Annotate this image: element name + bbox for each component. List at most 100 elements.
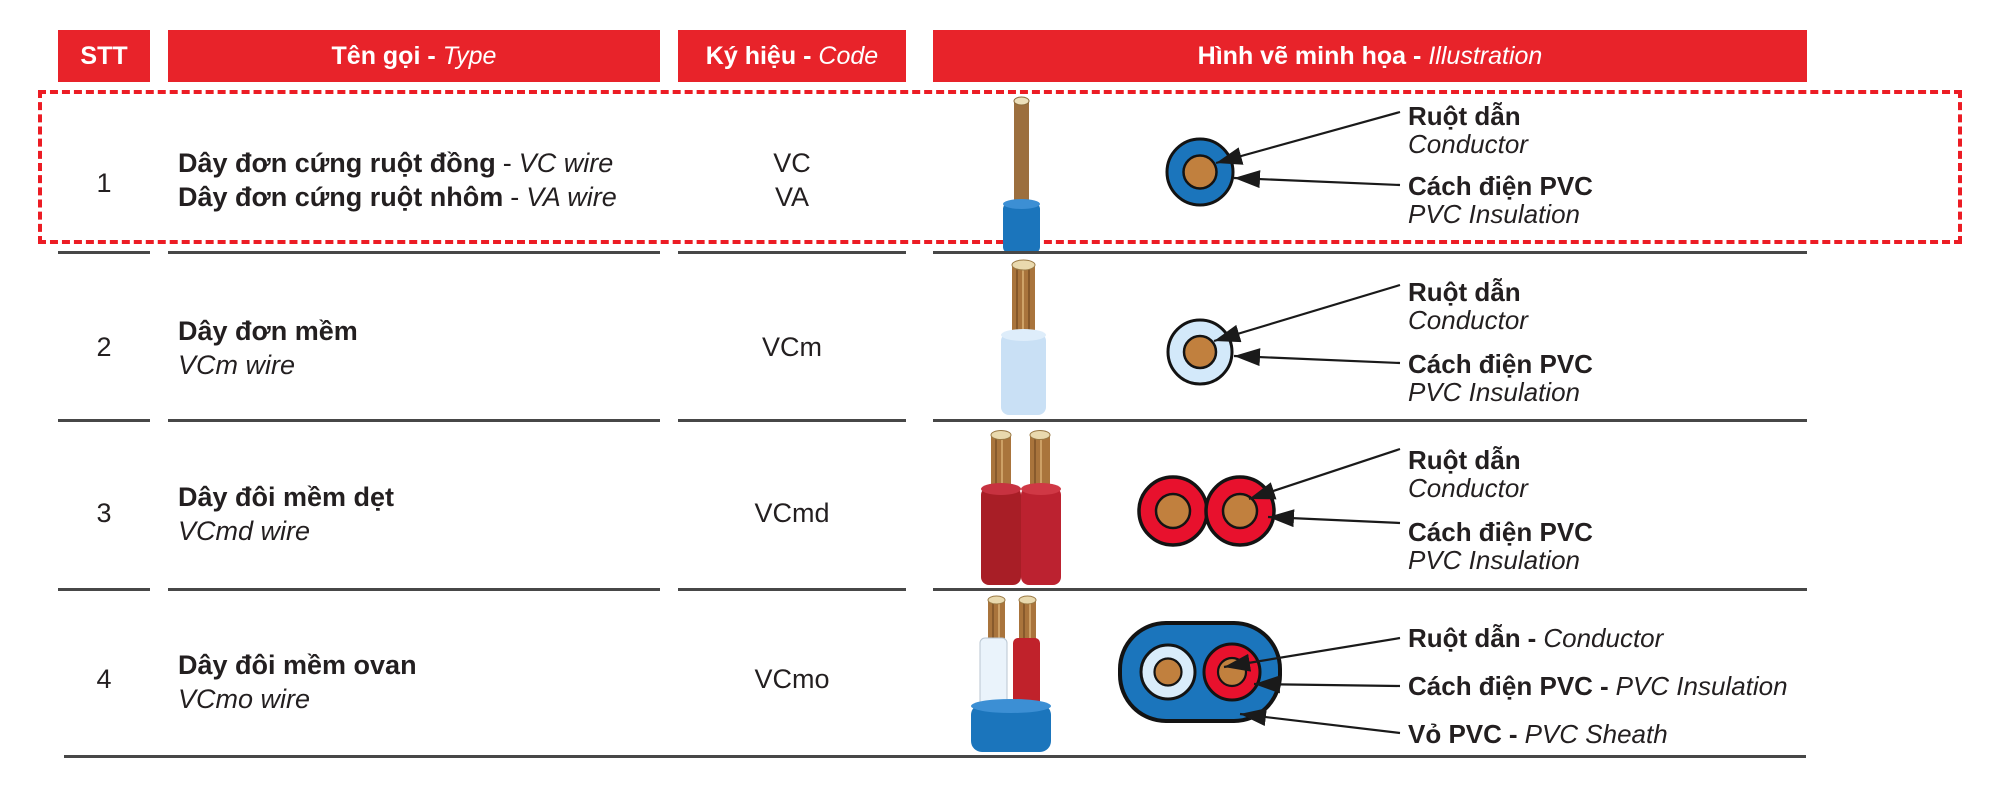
stranded-conductor	[1019, 600, 1036, 642]
row4-conductor-label: Ruột dẫn-Conductor	[1408, 624, 1663, 652]
row2-number: 2	[96, 332, 112, 362]
header-illustration: Hình vẽ minh họa - Illustration	[933, 30, 1807, 82]
insulation-label-en: PVC Insulation	[1615, 671, 1788, 701]
row1-name: Dây đơn cứng ruột đồng-VC wire Dây đơn c…	[178, 146, 678, 214]
conductor-label-en: Conductor	[1408, 129, 1528, 159]
row4-insulation-label: Cách điện PVC-PVC Insulation	[1408, 672, 1788, 700]
cross-section-conductor	[1216, 656, 1248, 688]
conductor-label-en: Conductor	[1543, 623, 1664, 653]
row3-insulation-label: Cách điện PVC PVC Insulation	[1408, 518, 1593, 574]
row2-code: VCm	[678, 330, 906, 364]
header-code: Ký hiệu - Code	[678, 30, 906, 82]
row3-wire-illustration	[981, 430, 1401, 585]
wire-code: VC	[773, 148, 811, 178]
row3-name-line1: Dây đôi mềm dẹt	[178, 480, 678, 514]
wire-name-vi: Dây đơn cứng ruột đồng	[178, 148, 496, 178]
red-core-side	[1013, 638, 1040, 710]
row-separator	[168, 419, 660, 422]
conductor-arrow	[1215, 110, 1401, 165]
row-separator	[678, 251, 906, 254]
row2-insulation-label: Cách điện PVC PVC Insulation	[1408, 350, 1593, 406]
cross-section-conductor	[1153, 657, 1183, 687]
row1-code: VC VA	[678, 146, 906, 214]
insulation-arrow	[1267, 509, 1401, 528]
cross-section-conductor	[1154, 492, 1192, 530]
label-dash: -	[1527, 623, 1537, 653]
insulation-label-vi: Cách điện PVC	[1408, 349, 1593, 379]
red-insulation-side	[1021, 487, 1061, 585]
row1-insulation-label: Cách điện PVC PVC Insulation	[1408, 172, 1593, 228]
row-separator	[933, 588, 1807, 591]
conductor-label-vi: Ruột dẫn	[1408, 623, 1521, 653]
row2-name-line2: VCm wire	[178, 348, 678, 382]
insulation-top	[1001, 329, 1046, 341]
insulation-label-vi: Cách điện PVC	[1408, 517, 1593, 547]
row4-name: Dây đôi mềm ovan VCmo wire	[178, 648, 678, 716]
solid-conductor-rod	[1014, 100, 1029, 206]
row-separator	[168, 588, 660, 591]
insulation-label-vi: Cách điện PVC	[1408, 671, 1593, 701]
sheath-label-vi: Vỏ PVC	[1408, 719, 1502, 749]
row-separator	[678, 419, 906, 422]
row4-code: VCmo	[678, 662, 906, 696]
insulation-label-en: PVC Insulation	[1408, 545, 1580, 575]
header-stt: STT	[58, 30, 150, 82]
cross-section-conductor	[1182, 154, 1218, 190]
wire-name-en: VCmd wire	[178, 516, 311, 546]
row1-name-line2: Dây đơn cứng ruột nhôm-VA wire	[178, 180, 678, 214]
row3-name-line2: VCmd wire	[178, 514, 678, 548]
wire-code: VA	[774, 182, 809, 212]
red-insulation-side	[981, 487, 1021, 585]
wire-code: VCmd	[754, 498, 830, 528]
wire-name-en: VCmo wire	[178, 684, 311, 714]
table-bottom-rule	[64, 755, 1806, 758]
header-code-vi: Ký hiệu	[705, 41, 797, 70]
header-name: Tên gọi - Type	[168, 30, 660, 82]
conductor-arrow	[1248, 447, 1401, 501]
row-separator	[933, 419, 1807, 422]
row3-code: VCmd	[678, 496, 906, 530]
header-illustration-en: Illustration	[1428, 41, 1543, 70]
row-separator	[933, 251, 1807, 254]
row1-wire-illustration	[1003, 96, 1401, 253]
header-code-dash: -	[803, 41, 812, 70]
header-code-en: Code	[818, 41, 879, 70]
row-separator	[58, 588, 150, 591]
cross-section-conductor	[1221, 492, 1259, 530]
row2-conductor-label: Ruột dẫn Conductor	[1408, 278, 1528, 334]
insulation-arrow	[1233, 348, 1401, 367]
insulation-label-vi: Cách điện PVC	[1408, 171, 1593, 201]
insulation-arrow	[1233, 170, 1401, 189]
conductor-label-vi: Ruột dẫn	[1408, 101, 1521, 131]
conductor-arrow	[1213, 283, 1401, 343]
row4-name-line2: VCmo wire	[178, 682, 678, 716]
insulation-label-en: PVC Insulation	[1408, 377, 1580, 407]
cross-section-conductor	[1182, 334, 1218, 370]
row4-name-line1: Dây đôi mềm ovan	[178, 648, 678, 682]
wire-name-vi: Dây đơn mềm	[178, 316, 358, 346]
row3-name: Dây đôi mềm dẹt VCmd wire	[178, 480, 678, 548]
wire-name-vi: Dây đơn cứng ruột nhôm	[178, 182, 504, 212]
conductor-label-en: Conductor	[1408, 305, 1528, 335]
pale-blue-insulation-side	[1001, 333, 1046, 415]
row2-name-line1: Dây đơn mềm	[178, 314, 678, 348]
rod-shade	[1014, 100, 1018, 206]
row-separator	[168, 251, 660, 254]
insulation-arrow	[1253, 675, 1401, 694]
insulation-top	[1021, 483, 1061, 495]
name-dash: -	[502, 148, 512, 178]
sheath-top	[971, 699, 1051, 713]
header-name-dash: -	[427, 41, 436, 70]
conductor-tip	[990, 430, 1012, 440]
insulation-top	[981, 483, 1021, 495]
wire-name-vi: Dây đôi mềm ovan	[178, 650, 417, 680]
sheath-arrow	[1239, 708, 1401, 735]
conductor-arrow	[1223, 636, 1401, 672]
stranded-conductor	[988, 600, 1005, 642]
row2-name: Dây đơn mềm VCm wire	[178, 314, 678, 382]
name-dash: -	[510, 182, 520, 212]
header-illustration-vi: Hình vẽ minh họa	[1197, 41, 1407, 70]
conductor-label-en: Conductor	[1408, 473, 1528, 503]
header-stt-label: STT	[80, 41, 128, 70]
